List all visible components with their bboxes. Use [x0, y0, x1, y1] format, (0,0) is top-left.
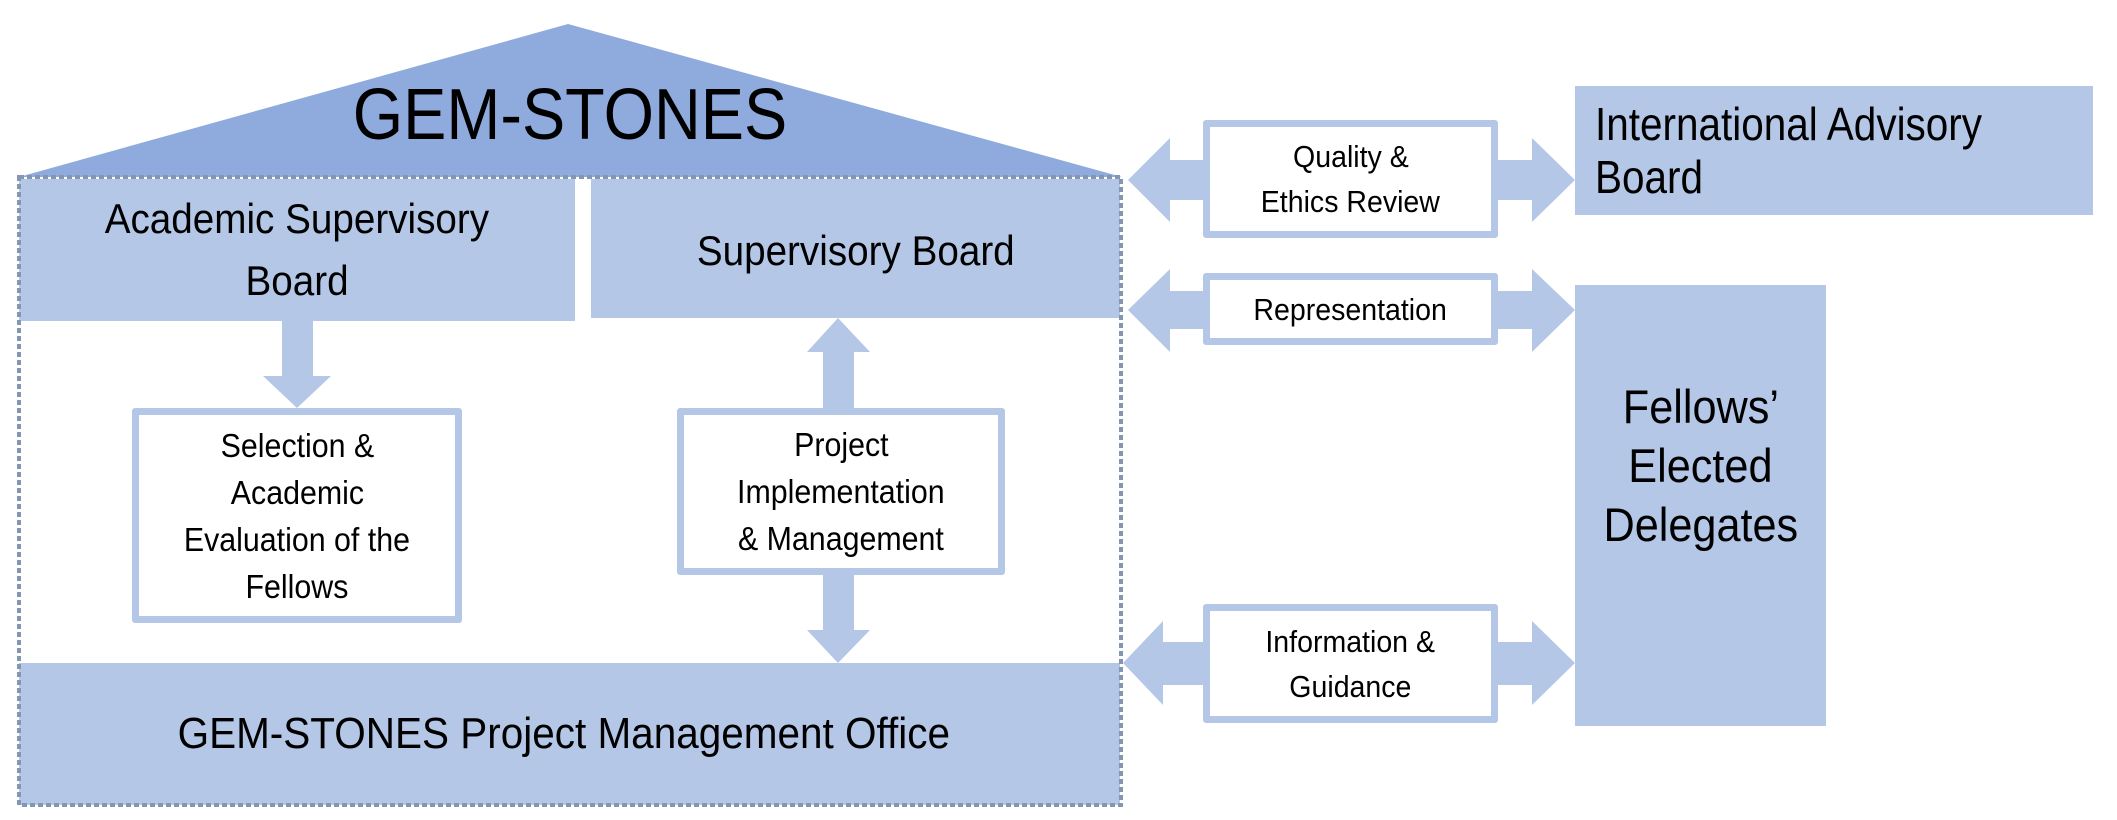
title-text: GEM-STONES	[352, 75, 788, 155]
node-label-line: Fellows	[245, 567, 349, 605]
node-label-line: Project	[793, 426, 889, 463]
roof-shape	[19, 24, 1122, 177]
node-label-line: & Management	[738, 520, 944, 557]
node-label-line: Quality &	[1292, 139, 1409, 174]
node-label-line: Board	[245, 257, 349, 304]
node-label-line: Ethics Review	[1260, 184, 1441, 219]
academic-supervisory-board: Academic Supervisory Board	[19, 179, 575, 321]
node-label-line: Academic	[230, 473, 364, 511]
node-label-line: Information &	[1265, 623, 1436, 659]
selection-evaluation-box: Selection & Academic Evaluation of the F…	[132, 408, 462, 623]
node-label-line: Board	[1595, 150, 1704, 203]
node-label-line: Selection &	[220, 426, 374, 464]
node-label-line: GEM-STONES Project Management Office	[177, 709, 950, 758]
supervisory-board: Supervisory Board	[591, 179, 1120, 318]
information-guidance-box: Information & Guidance	[1203, 604, 1498, 723]
project-implementation-box: Project Implementation & Management	[677, 408, 1005, 575]
node-label-line: Supervisory Board	[696, 226, 1015, 274]
diagram-title: GEM-STONES	[300, 72, 840, 158]
node-label-line: Guidance	[1289, 668, 1412, 704]
representation-box: Representation	[1203, 273, 1498, 345]
node-label-line: Implementation	[737, 473, 945, 510]
project-management-office: GEM-STONES Project Management Office	[19, 663, 1120, 805]
node-label-line: Representation	[1253, 291, 1448, 327]
node-label-line: Delegates	[1603, 498, 1798, 551]
arrow-up-icon	[807, 318, 870, 410]
node-label-line: Evaluation of the	[183, 520, 411, 558]
node-label-line: Fellows’	[1622, 380, 1779, 433]
international-advisory-board: International Advisory Board	[1575, 86, 2093, 215]
fellows-elected-delegates: Fellows’ Elected Delegates	[1575, 285, 1826, 726]
node-label-line: International Advisory	[1595, 97, 1983, 150]
node-label-line: Academic Supervisory	[104, 195, 490, 242]
arrow-down-icon	[807, 573, 870, 663]
arrow-down-icon	[263, 319, 331, 408]
node-label-line: Elected	[1628, 439, 1773, 492]
quality-ethics-review-box: Quality & Ethics Review	[1203, 120, 1498, 238]
